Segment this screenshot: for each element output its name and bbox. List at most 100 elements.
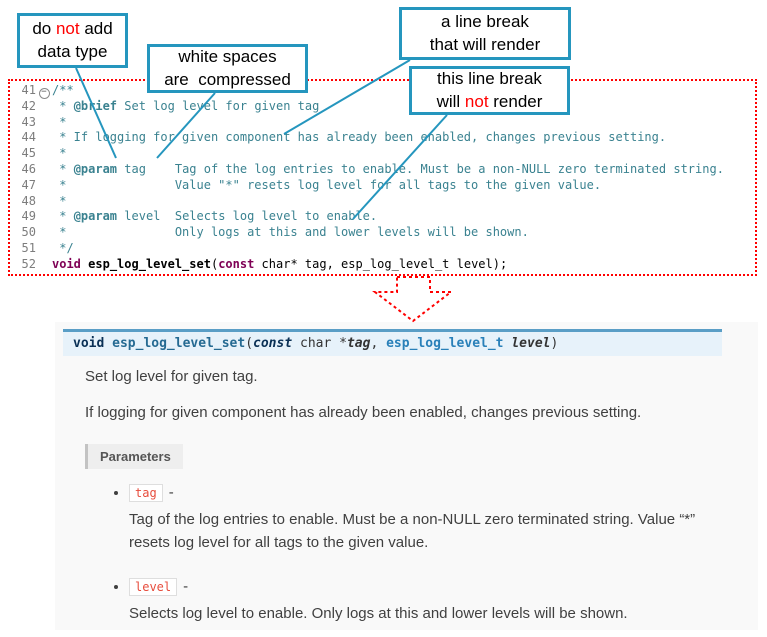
line-number: 48 [21, 193, 36, 208]
parameters-label: Parameters [85, 444, 183, 469]
param-separator: - [183, 578, 189, 595]
code-text: * [52, 115, 66, 131]
code-line: 51 */ [14, 241, 755, 257]
callout-no-datatype: do not add data type [17, 13, 128, 68]
code-segment: * If logging for given component has alr… [52, 130, 667, 145]
code-segment: * [52, 114, 67, 129]
code-segment: @param [73, 161, 118, 176]
code-text: * @brief Set log level for given tag [52, 99, 319, 115]
render-flow-arrow-icon [372, 276, 454, 323]
code-text: * Value "*" resets log level for all tag… [52, 178, 601, 194]
fold-column [36, 178, 52, 194]
collapse-fold-icon: − [38, 88, 50, 99]
signature-segment: level [511, 336, 551, 351]
code-line: 49 * @param level Selects log level to e… [14, 209, 755, 225]
code-segment: void [52, 256, 81, 271]
signature-segment: esp_log_level_set [112, 336, 246, 351]
brief-text: Set log level for given tag. [85, 368, 258, 385]
code-segment: @brief [73, 98, 118, 113]
fold-column: − [36, 83, 52, 99]
line-number: 41 [21, 83, 36, 97]
fold-column [36, 194, 52, 210]
code-text: * @param level Selects log level to enab… [52, 209, 377, 225]
signature-segment: char * [292, 336, 347, 351]
param-head: tag- [129, 484, 738, 502]
param-head: level- [129, 578, 738, 596]
fold-column [36, 115, 52, 131]
code-line: 48 * [14, 194, 755, 210]
fold-column [36, 130, 52, 146]
code-line: 45 * [14, 146, 755, 162]
callout-text: will not render [436, 91, 543, 111]
docs-body: Set log level for given tag. If logging … [55, 368, 758, 626]
code-line: 42 * @brief Set log level for given tag [14, 99, 755, 115]
line-number: 50 [21, 225, 36, 240]
code-line: 41−/** [14, 83, 755, 99]
fold-column [36, 225, 52, 241]
code-text: */ [52, 241, 73, 257]
fold-column [36, 209, 52, 225]
param-description: Selects log level to enable. Only logs a… [129, 605, 628, 622]
callout-break-render: a line break that will render [399, 7, 571, 60]
code-segment: * [52, 98, 74, 113]
line-number: 42 [21, 98, 36, 113]
code-text: * [52, 194, 66, 210]
signature-segment: ( [245, 336, 254, 351]
code-text: * If logging for given component has alr… [52, 130, 666, 146]
signature-segment: ) [550, 336, 559, 351]
callout-text: this line break [437, 69, 542, 89]
function-signature: void esp_log_level_set(const char *tag, … [63, 329, 722, 356]
callout-text: do not add [32, 19, 113, 39]
signature-segment: esp_log_level_t [386, 336, 504, 351]
code-editor-snippet: 41−/**42 * @brief Set log level for give… [8, 79, 757, 276]
fold-column [36, 257, 52, 273]
parameter-list: tag- Tag of the log entries to enable. M… [85, 484, 738, 626]
signature-segment [104, 336, 112, 351]
code-segment: /** [52, 83, 74, 97]
callout-whitespace: white spaces are compressed [147, 44, 308, 93]
code-line: 50 * Only logs at this and lower levels … [14, 225, 755, 241]
signature-segment: , [370, 336, 387, 351]
callout-text: data type [37, 41, 108, 61]
param-description: Tag of the log entries to enable. Must b… [129, 511, 696, 551]
signature-segment: const [253, 336, 293, 351]
parameter-item: tag- Tag of the log entries to enable. M… [129, 484, 738, 554]
callout-text: that will render [429, 34, 541, 54]
line-number: 45 [21, 146, 36, 161]
fold-column [36, 99, 52, 115]
line-number: 46 [21, 161, 36, 176]
line-number: 47 [21, 177, 36, 192]
code-segment: * [52, 161, 74, 176]
code-segment: * [52, 146, 67, 161]
code-text: void esp_log_level_set(const char* tag, … [52, 257, 507, 273]
code-segment: * [52, 193, 67, 208]
code-text: /** [52, 83, 74, 99]
description-text: If logging for given component has alrea… [85, 404, 642, 421]
code-segment: const [218, 256, 255, 271]
fold-column [36, 241, 52, 257]
callout-text: are compressed [164, 69, 291, 89]
parameter-item: level- Selects log level to enable. Only… [129, 578, 738, 626]
param-name-chip: tag [129, 484, 163, 502]
line-number: 52 [21, 256, 36, 271]
code-line: 44 * If logging for given component has … [14, 130, 755, 146]
fold-column [36, 146, 52, 162]
param-separator: - [168, 484, 174, 501]
code-text: * @param tag Tag of the log entries to e… [52, 162, 724, 178]
rendered-docs: void esp_log_level_set(const char *tag, … [55, 322, 758, 630]
code-segment: * Value "*" resets log level for all tag… [52, 177, 602, 192]
line-number: 51 [21, 240, 36, 255]
callout-text: a line break [441, 12, 529, 32]
code-segment: ( [210, 256, 219, 271]
code-segment: Set log level for given tag [117, 98, 320, 113]
code-text: * Only logs at this and lower levels wil… [52, 225, 529, 241]
callout-break-norender: this line break will not render [409, 66, 570, 115]
line-number: 44 [21, 130, 36, 145]
signature-segment: void [73, 336, 105, 351]
callout-text: white spaces [178, 47, 277, 67]
param-name-chip: level [129, 578, 178, 596]
code-segment: * Only logs at this and lower levels wil… [52, 225, 529, 240]
code-segment: level Selects log level to enable. [117, 209, 378, 224]
code-segment: tag Tag of the log entries to enable. Mu… [117, 161, 724, 176]
